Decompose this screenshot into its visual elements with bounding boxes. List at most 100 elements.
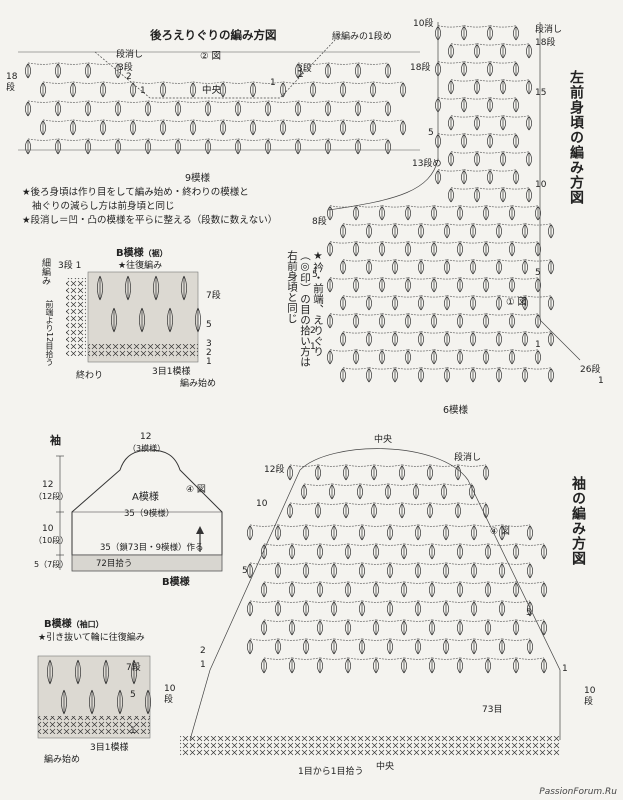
shell-stitch <box>483 278 489 293</box>
chain-loop <box>291 619 321 622</box>
shell-stitch <box>327 314 333 329</box>
chain-loop <box>57 138 89 141</box>
chain-loop <box>207 138 239 141</box>
chain-loop <box>327 138 359 141</box>
left-front-r10: 10 <box>535 180 547 190</box>
back-neck-fig: ② 図 <box>200 51 222 62</box>
shell-stitch <box>317 544 323 560</box>
shell-stitch <box>366 260 372 275</box>
shell-stitch <box>331 639 337 655</box>
chain-loop <box>420 223 448 226</box>
shell-stitch <box>513 620 519 636</box>
shell-stitch <box>509 314 515 329</box>
shell-stitch <box>325 139 331 155</box>
shell-stitch <box>522 224 528 239</box>
chain-loop <box>472 223 500 226</box>
shell-stitch <box>340 332 346 347</box>
shell-stitch <box>435 170 441 185</box>
chain-loop <box>368 331 396 334</box>
chain-loop <box>524 331 552 334</box>
chain-loop <box>381 277 409 280</box>
shell-stitch <box>443 601 449 617</box>
left-front-top-step: 段消し <box>535 25 563 35</box>
chain-loop <box>524 295 552 298</box>
chain-loop <box>417 524 447 527</box>
shell-stitch <box>448 188 454 203</box>
chain-loop <box>373 464 403 467</box>
shell-stitch <box>111 307 117 333</box>
shell-stitch <box>457 242 463 257</box>
shell-stitch <box>496 260 502 275</box>
shell-stitch <box>527 525 533 541</box>
b-hem-start: 編み始め <box>180 379 217 389</box>
back-neck-pattern-width: 9模様 <box>185 173 211 184</box>
shell-stitch <box>509 350 515 365</box>
shell-stitch <box>325 101 331 117</box>
chain-loop <box>331 483 361 486</box>
shell-stitch <box>513 582 519 598</box>
shell-stitch <box>485 658 491 674</box>
chain-loop <box>489 97 517 100</box>
shell-stitch <box>509 206 515 221</box>
shell-stitch <box>429 658 435 674</box>
left-front-pattern-width: 6模様 <box>443 405 469 416</box>
shell-stitch <box>289 544 295 560</box>
chain-loop <box>381 241 409 244</box>
shell-stitch <box>167 307 173 333</box>
chain-loop <box>347 619 377 622</box>
shell-stitch <box>190 82 196 98</box>
chain-loop <box>305 638 335 641</box>
left-front-top-18: 18段 <box>535 38 556 48</box>
left-front-right-26: 26段 <box>580 365 601 375</box>
shell-stitch <box>261 544 267 560</box>
chain-loop <box>249 600 279 603</box>
shell-stitch <box>443 563 449 579</box>
shell-stitch <box>345 582 351 598</box>
sleeve-base-row <box>180 736 560 756</box>
shell-stitch <box>303 601 309 617</box>
shell-stitch <box>317 582 323 598</box>
chain-loop <box>415 483 445 486</box>
shell-stitch <box>448 44 454 59</box>
chain-loop <box>373 502 403 505</box>
back-neck-right-13: 13段め <box>412 159 442 169</box>
b-hem-end: 終わり <box>76 371 104 381</box>
shell-stitch <box>471 563 477 579</box>
chain-loop <box>501 638 531 641</box>
chain-loop <box>132 119 164 122</box>
shell-stitch <box>366 296 372 311</box>
shell-stitch <box>496 332 502 347</box>
shell-stitch <box>379 206 385 221</box>
chain-loop <box>437 133 465 136</box>
chain-loop <box>277 600 307 603</box>
chain-loop <box>305 600 335 603</box>
chain-loop <box>361 524 391 527</box>
shell-stitch <box>405 314 411 329</box>
shell-stitch <box>548 296 554 311</box>
chain-loop <box>342 223 370 226</box>
chain-loop <box>446 331 474 334</box>
shell-stitch <box>513 134 519 149</box>
left-front-left-5: 5 <box>428 128 434 138</box>
shell-stitch <box>115 139 121 155</box>
chain-loop <box>355 277 383 280</box>
chain-loop <box>502 151 530 154</box>
shell-stitch <box>220 120 226 136</box>
shell-stitch <box>343 503 349 519</box>
shell-stitch <box>89 689 95 715</box>
shell-stitch <box>405 278 411 293</box>
sleeve-chart-center-bottom: 中央 <box>376 762 395 772</box>
shell-stitch <box>401 658 407 674</box>
shell-stitch <box>385 484 391 500</box>
shell-stitch <box>399 503 405 519</box>
b-hem-title: B模様（裾） <box>116 248 168 259</box>
chain-loop <box>417 600 447 603</box>
shell-stitch <box>303 525 309 541</box>
chain-loop <box>355 205 383 208</box>
chain-loop <box>277 638 307 641</box>
chain-loop <box>87 62 119 65</box>
chain-loop <box>375 543 405 546</box>
chain-loop <box>319 619 349 622</box>
shell-stitch <box>496 368 502 383</box>
chain-loop <box>355 241 383 244</box>
